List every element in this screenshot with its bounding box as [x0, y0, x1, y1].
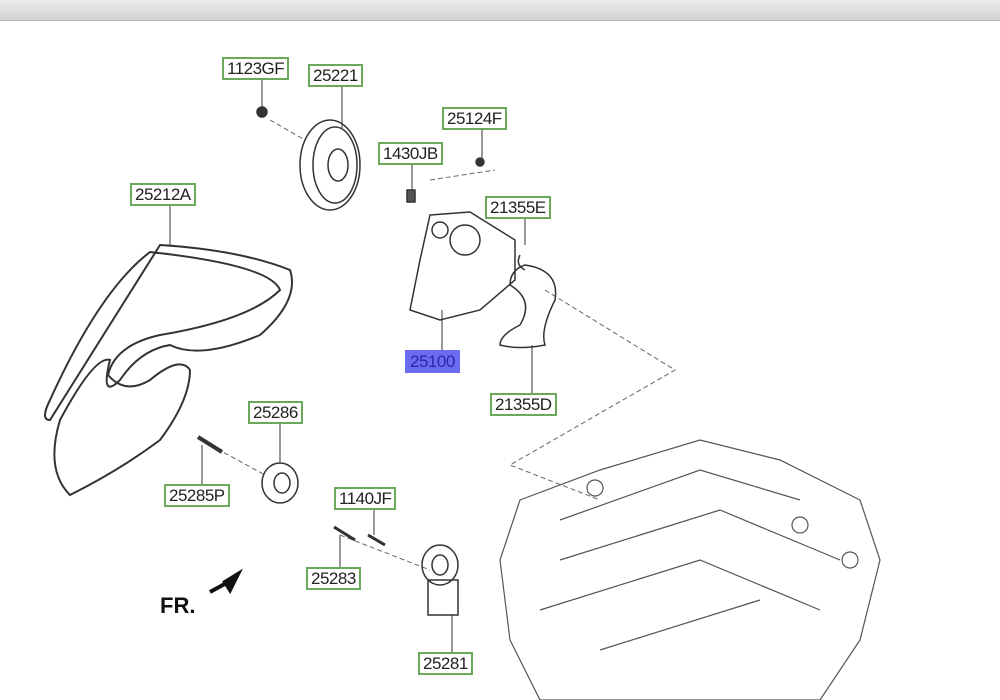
pin-1430JB [406, 189, 416, 203]
idler-25286 [261, 462, 299, 504]
part-label-25286[interactable]: 25286 [248, 401, 303, 424]
part-label-25212A[interactable]: 25212A [130, 183, 196, 206]
pulley-25221 [299, 119, 361, 211]
leader-lines [169, 78, 533, 652]
bolt-1140JF [367, 533, 386, 547]
top-toolbar [0, 0, 1000, 21]
bolt-25285P [196, 435, 224, 454]
bolt-1123GF [256, 106, 268, 118]
part-label-25221[interactable]: 25221 [308, 64, 363, 87]
part-label-25283[interactable]: 25283 [306, 567, 361, 590]
part-label-1123GF[interactable]: 1123GF [222, 57, 290, 80]
water-pump-25100 [409, 211, 516, 321]
gasket-21355E [517, 254, 526, 271]
belt-25212A [44, 243, 293, 497]
tensioner-25281 [421, 544, 459, 616]
part-label-21355E[interactable]: 21355E [485, 196, 551, 219]
part-label-25285P[interactable]: 25285P [164, 484, 230, 507]
part-label-25100-selected[interactable]: 25100 [405, 350, 460, 373]
front-indicator: FR. [160, 593, 196, 618]
part-label-1430JB[interactable]: 1430JB [378, 142, 443, 165]
bolt-25283 [333, 525, 356, 542]
gasket-21355D [499, 264, 557, 349]
engine-block [499, 439, 881, 700]
part-label-1140JF[interactable]: 1140JF [334, 487, 397, 510]
bolt-25124F [475, 157, 485, 167]
part-label-25124F[interactable]: 25124F [442, 107, 507, 130]
part-label-25281[interactable]: 25281 [418, 652, 473, 675]
front-arrow-icon [209, 568, 243, 595]
part-label-21355D[interactable]: 21355D [490, 393, 557, 416]
